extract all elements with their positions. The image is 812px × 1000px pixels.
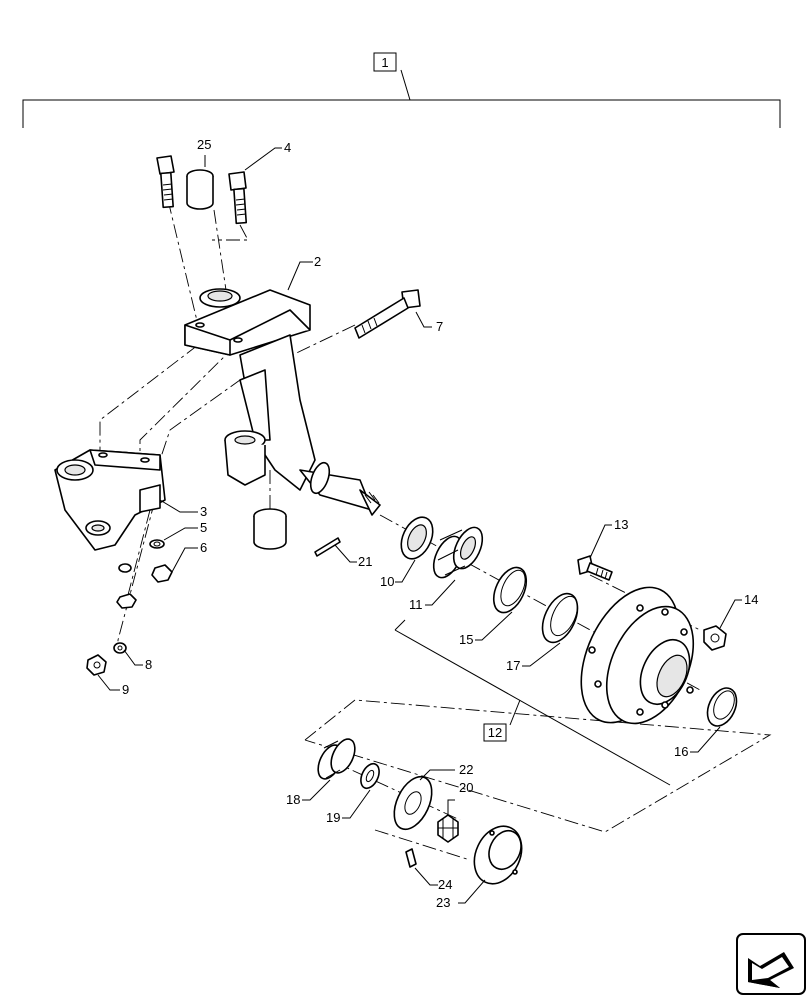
callout-7[interactable]: 7 bbox=[436, 319, 443, 334]
callout-11[interactable]: 11 bbox=[409, 597, 423, 612]
washer-8 bbox=[113, 642, 127, 654]
callout-15[interactable]: 15 bbox=[459, 632, 473, 647]
bearing-race-16 bbox=[706, 687, 738, 727]
callout-2[interactable]: 2 bbox=[314, 254, 321, 269]
callout-25[interactable]: 25 bbox=[197, 137, 211, 152]
callout-13[interactable]: 13 bbox=[614, 517, 628, 532]
washer-19 bbox=[360, 762, 380, 790]
arm-bracket-3 bbox=[54, 449, 166, 551]
callout-1[interactable]: 1 bbox=[381, 55, 388, 70]
leader-lines bbox=[97, 147, 742, 904]
callout-9[interactable]: 9 bbox=[122, 682, 129, 697]
callout-3[interactable]: 3 bbox=[200, 504, 207, 519]
callout-18[interactable]: 18 bbox=[286, 792, 300, 807]
wheel-stud-13 bbox=[577, 555, 613, 581]
bolt-7 bbox=[354, 289, 421, 339]
washer-5 bbox=[149, 539, 165, 549]
hub-group-bracket: 12 bbox=[394, 619, 671, 786]
bushing-lower bbox=[253, 508, 287, 550]
callout-19[interactable]: 19 bbox=[326, 810, 340, 825]
nut-left bbox=[116, 593, 137, 609]
callout-8[interactable]: 8 bbox=[145, 657, 152, 672]
bushing-25 bbox=[186, 169, 214, 210]
callout-21[interactable]: 21 bbox=[358, 554, 372, 569]
callout-22[interactable]: 22 bbox=[459, 762, 473, 777]
callout-12[interactable]: 12 bbox=[488, 725, 502, 740]
bearing-11 bbox=[432, 526, 484, 579]
callout-23[interactable]: 23 bbox=[436, 895, 450, 910]
callout-labels: 25 4 2 7 3 5 6 8 9 21 10 11 15 17 13 14 … bbox=[122, 137, 758, 910]
assembly-bracket: 1 bbox=[22, 52, 781, 128]
wheel-hub bbox=[580, 586, 695, 725]
bearing-18 bbox=[317, 738, 356, 780]
bolt-4 bbox=[228, 171, 248, 225]
retainer-plate-22 bbox=[393, 775, 433, 831]
hub-cap-23 bbox=[473, 825, 523, 885]
callout-6[interactable]: 6 bbox=[200, 540, 207, 555]
callout-5[interactable]: 5 bbox=[200, 520, 207, 535]
steering-knuckle bbox=[184, 288, 381, 516]
nut-9 bbox=[86, 654, 107, 676]
castle-nut-20 bbox=[437, 814, 459, 843]
callout-4[interactable]: 4 bbox=[284, 140, 291, 155]
callout-16[interactable]: 16 bbox=[674, 744, 688, 759]
bearing-race-15 bbox=[492, 566, 528, 614]
cotter-pin-21 bbox=[314, 537, 341, 557]
wheel-nut-14 bbox=[703, 625, 727, 651]
callout-10[interactable]: 10 bbox=[380, 574, 394, 589]
seal-10 bbox=[400, 516, 434, 560]
callout-17[interactable]: 17 bbox=[506, 658, 520, 673]
washer-left-1 bbox=[118, 563, 132, 573]
bearing-race-17 bbox=[541, 592, 579, 644]
callout-14[interactable]: 14 bbox=[744, 592, 758, 607]
nut-6 bbox=[151, 564, 173, 583]
bolt-left bbox=[156, 155, 175, 209]
callout-24[interactable]: 24 bbox=[438, 877, 452, 892]
next-page-arrow-icon[interactable] bbox=[736, 933, 806, 995]
callout-20[interactable]: 20 bbox=[459, 780, 473, 795]
screw-24 bbox=[405, 848, 417, 868]
